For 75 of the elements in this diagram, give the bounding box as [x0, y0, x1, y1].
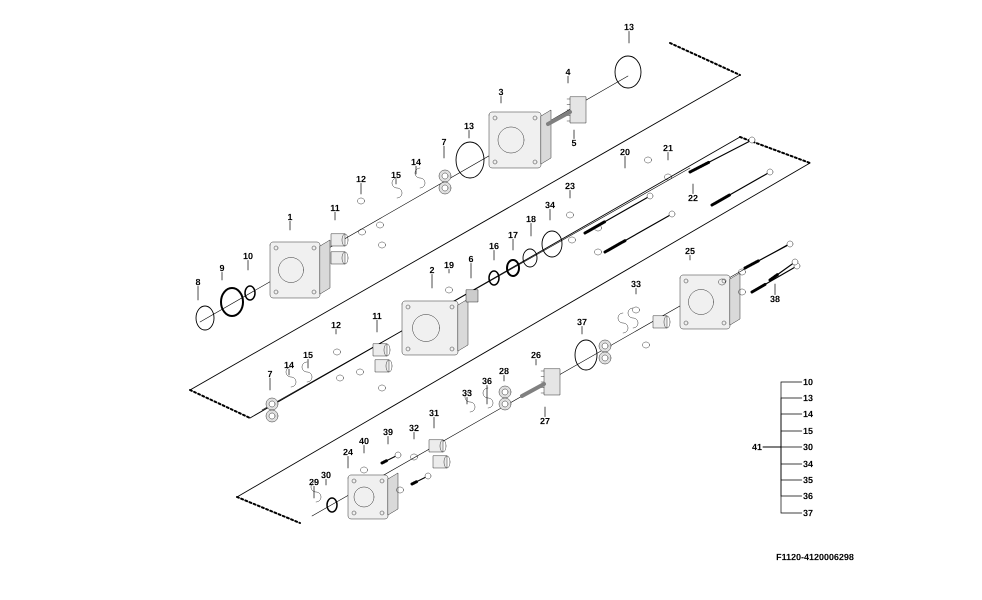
callout-number: 35 — [803, 476, 813, 484]
callout-number: 10 — [244, 252, 253, 260]
leader-line — [376, 320, 378, 332]
callout-number: 16 — [490, 242, 499, 250]
leader-line — [448, 269, 450, 274]
callout-number: 9 — [220, 264, 224, 272]
callout-number: 30 — [803, 444, 813, 450]
leader-line — [360, 182, 362, 194]
leader-line — [628, 31, 630, 44]
callout-number: 25 — [685, 248, 695, 254]
callout-number: 1 — [288, 214, 292, 220]
leader-line — [530, 223, 532, 236]
callout-number: 10 — [804, 378, 813, 386]
callout-number: 13 — [464, 122, 474, 130]
callout-number: 36 — [803, 492, 813, 500]
callout-number: 13 — [624, 24, 634, 30]
callout-number: 19 — [444, 262, 454, 268]
callout-number: 13 — [804, 394, 813, 402]
callout-number: 41 — [752, 444, 762, 450]
leader-line — [334, 212, 336, 220]
leader-line — [466, 397, 468, 404]
callout-number: 29 — [309, 478, 319, 486]
callout-number: 32 — [409, 424, 419, 432]
callout-number: 4 — [566, 68, 570, 76]
callout-number: 11 — [330, 204, 340, 212]
callout-number: 37 — [803, 510, 813, 516]
leader-line — [624, 156, 626, 168]
callout-number: 22 — [688, 194, 698, 202]
callout-number: 14 — [804, 410, 813, 418]
leader-line — [500, 96, 502, 104]
callout-number: 33 — [631, 280, 641, 288]
callout-number: 27 — [540, 418, 550, 424]
callout-number: 24 — [343, 448, 353, 456]
callout-number: 7 — [268, 370, 272, 378]
callout-number: 17 — [508, 232, 518, 238]
leader-line — [512, 238, 514, 250]
callout-number: 34 — [545, 202, 555, 208]
leader-line — [288, 368, 290, 376]
callout-number: 12 — [356, 176, 366, 182]
callout-number: 14 — [412, 158, 421, 166]
callout-number: 23 — [565, 182, 575, 190]
callout-number: 15 — [804, 428, 813, 434]
callout-number: 8 — [196, 278, 200, 286]
callout-number: 3 — [498, 88, 504, 96]
callout-number: 39 — [383, 428, 393, 436]
callout-number: 15 — [392, 172, 401, 178]
callout-number: 36 — [482, 378, 492, 384]
callout-number: 30 — [321, 472, 331, 478]
callout-number: 12 — [332, 322, 341, 328]
callout-number: 28 — [499, 368, 509, 374]
leader-line — [692, 184, 694, 194]
callout-number: 20 — [620, 148, 630, 156]
callout-number: 21 — [663, 144, 673, 152]
callout-number: 31 — [429, 410, 439, 416]
callout-number: 6 — [468, 256, 474, 262]
leader-line — [774, 284, 776, 295]
bracket-line — [762, 446, 802, 514]
callout-number: 26 — [531, 352, 541, 358]
callout-number: 11 — [372, 312, 382, 320]
part-code: F1120-4120006298 — [776, 554, 854, 560]
leader-line — [468, 130, 470, 138]
callout-number: 34 — [803, 460, 813, 468]
callout-number: 5 — [572, 140, 576, 146]
callout-number: 14 — [284, 362, 294, 368]
callout-number: 33 — [462, 390, 472, 396]
callout-number: 37 — [577, 318, 587, 326]
leader-line — [544, 406, 546, 418]
callout-number: 38 — [770, 296, 780, 302]
callout-number: 40 — [359, 438, 369, 444]
leader-line — [470, 263, 472, 278]
leader-line — [486, 385, 488, 404]
callout-number: 15 — [304, 352, 313, 358]
callout-number: 2 — [430, 266, 434, 274]
callout-number: 7 — [442, 138, 446, 146]
callout-number: 18 — [526, 216, 536, 222]
